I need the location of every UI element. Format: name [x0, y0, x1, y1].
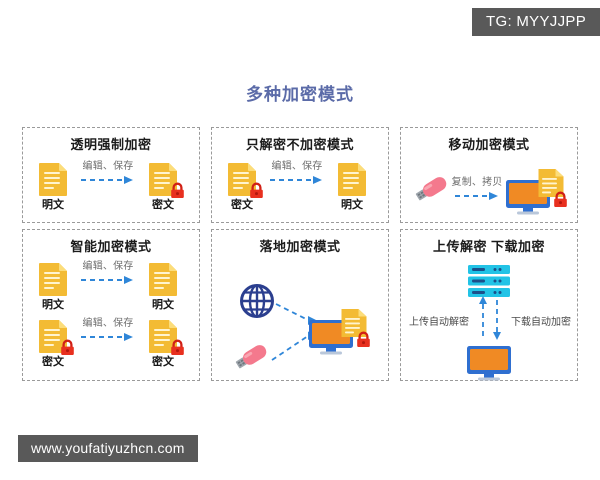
usb-drive-icon — [413, 173, 452, 208]
encryption-modes-grid: 透明强制加密 明文 — [22, 127, 578, 381]
flow-row: 密文 编辑、保存 — [212, 154, 388, 211]
flow-arrow: 编辑、保存 — [80, 319, 136, 342]
document-icon — [340, 308, 368, 338]
lock-icon — [169, 182, 186, 199]
arrow-label: 编辑、保存 — [82, 161, 134, 172]
flow-rows: 明文 编辑、保存 — [23, 256, 199, 368]
monitor-icon — [466, 342, 512, 382]
document-icon — [337, 162, 367, 196]
dashed-arrow-icon — [455, 192, 498, 200]
document-icon — [537, 168, 565, 198]
dashed-arrow-icon — [81, 333, 133, 341]
document-icon — [148, 162, 184, 198]
panel-smart-encryption-mode: 智能加密模式 — [22, 229, 200, 381]
source-document: 密文 — [30, 319, 76, 368]
usb-drive-icon — [233, 341, 272, 376]
site-watermark-badge: www.youfatiyuzhcn.com — [18, 435, 198, 462]
lock-icon — [552, 191, 569, 208]
monitor-with-document — [308, 308, 370, 356]
document-icon — [148, 319, 184, 355]
monitor-with-document — [505, 168, 567, 216]
flow-row: 复制、拷贝 — [401, 154, 577, 216]
panel-title: 只解密不加密模式 — [245, 137, 354, 152]
flow-row: 明文 编辑、保存 — [23, 154, 199, 211]
upload-arrow-label: 上传自动解密 — [409, 317, 469, 328]
document-icon — [38, 319, 74, 355]
flow-row: 明文 编辑、保存 — [23, 262, 199, 311]
source-document: 密文 — [219, 162, 265, 211]
document-caption: 密文 — [42, 356, 64, 368]
target-document: 明文 — [329, 162, 375, 211]
flow-arrow: 编辑、保存 — [80, 162, 136, 185]
target-document: 密文 — [140, 319, 186, 368]
dashed-arrow-icon — [270, 176, 322, 184]
arrow-label: 编辑、保存 — [271, 161, 323, 172]
flow-arrow: 编辑、保存 — [80, 262, 136, 285]
target-document: 明文 — [140, 262, 186, 311]
document-caption: 密文 — [152, 199, 174, 211]
download-arrow-label: 下载自动加密 — [511, 317, 571, 328]
document-caption: 明文 — [341, 199, 363, 211]
flow-arrow: 复制、拷贝 — [452, 178, 503, 201]
vertical-exchange-diagram: 上传自动解密 下载自动加密 — [401, 256, 577, 382]
dashed-arrow-icon — [81, 176, 133, 184]
target-document: 密文 — [140, 162, 186, 211]
panel-title: 移动加密模式 — [448, 137, 530, 152]
arrow-label: 复制、拷贝 — [451, 177, 503, 188]
source-document: 明文 — [30, 262, 76, 311]
document-icon — [148, 262, 178, 296]
page-title: 多种加密模式 — [246, 85, 354, 104]
lock-icon — [59, 339, 76, 356]
globe-icon — [240, 284, 274, 318]
document-caption: 明文 — [42, 299, 64, 311]
arrow-label: 编辑、保存 — [82, 318, 134, 329]
panel-mobile-encryption-mode: 移动加密模式 复制、拷贝 — [400, 127, 578, 223]
lock-icon — [248, 182, 265, 199]
panel-transparent-forced-encryption: 透明强制加密 明文 — [22, 127, 200, 223]
flow-row: 密文 编辑、保存 — [23, 319, 199, 368]
panel-title: 落地加密模式 — [259, 239, 341, 254]
source-document: 明文 — [30, 162, 76, 211]
server-icon — [467, 264, 511, 298]
tg-watermark-badge: TG: MYYJJPP — [472, 8, 600, 36]
vertical-dashed-arrows — [479, 296, 501, 340]
panel-decrypt-only-mode: 只解密不加密模式 — [211, 127, 389, 223]
arrow-label: 编辑、保存 — [82, 261, 134, 272]
lock-icon — [169, 339, 186, 356]
document-icon — [38, 162, 68, 196]
document-icon — [38, 262, 68, 296]
panel-landing-encryption-mode: 落地加密模式 — [211, 229, 389, 381]
document-caption: 密文 — [152, 356, 174, 368]
document-icon — [227, 162, 263, 198]
panel-title: 上传解密 下载加密 — [432, 239, 546, 254]
document-caption: 密文 — [231, 199, 253, 211]
panel-upload-decrypt-download-encrypt: 上传解密 下载加密 — [400, 229, 578, 381]
panel-title: 透明强制加密 — [70, 137, 152, 152]
converging-diagram — [212, 256, 388, 380]
document-caption: 明文 — [152, 299, 174, 311]
document-caption: 明文 — [42, 199, 64, 211]
panel-title: 智能加密模式 — [70, 239, 152, 254]
dashed-arrow-icon — [81, 276, 133, 284]
lock-icon — [355, 331, 372, 348]
flow-arrow: 编辑、保存 — [269, 162, 325, 185]
